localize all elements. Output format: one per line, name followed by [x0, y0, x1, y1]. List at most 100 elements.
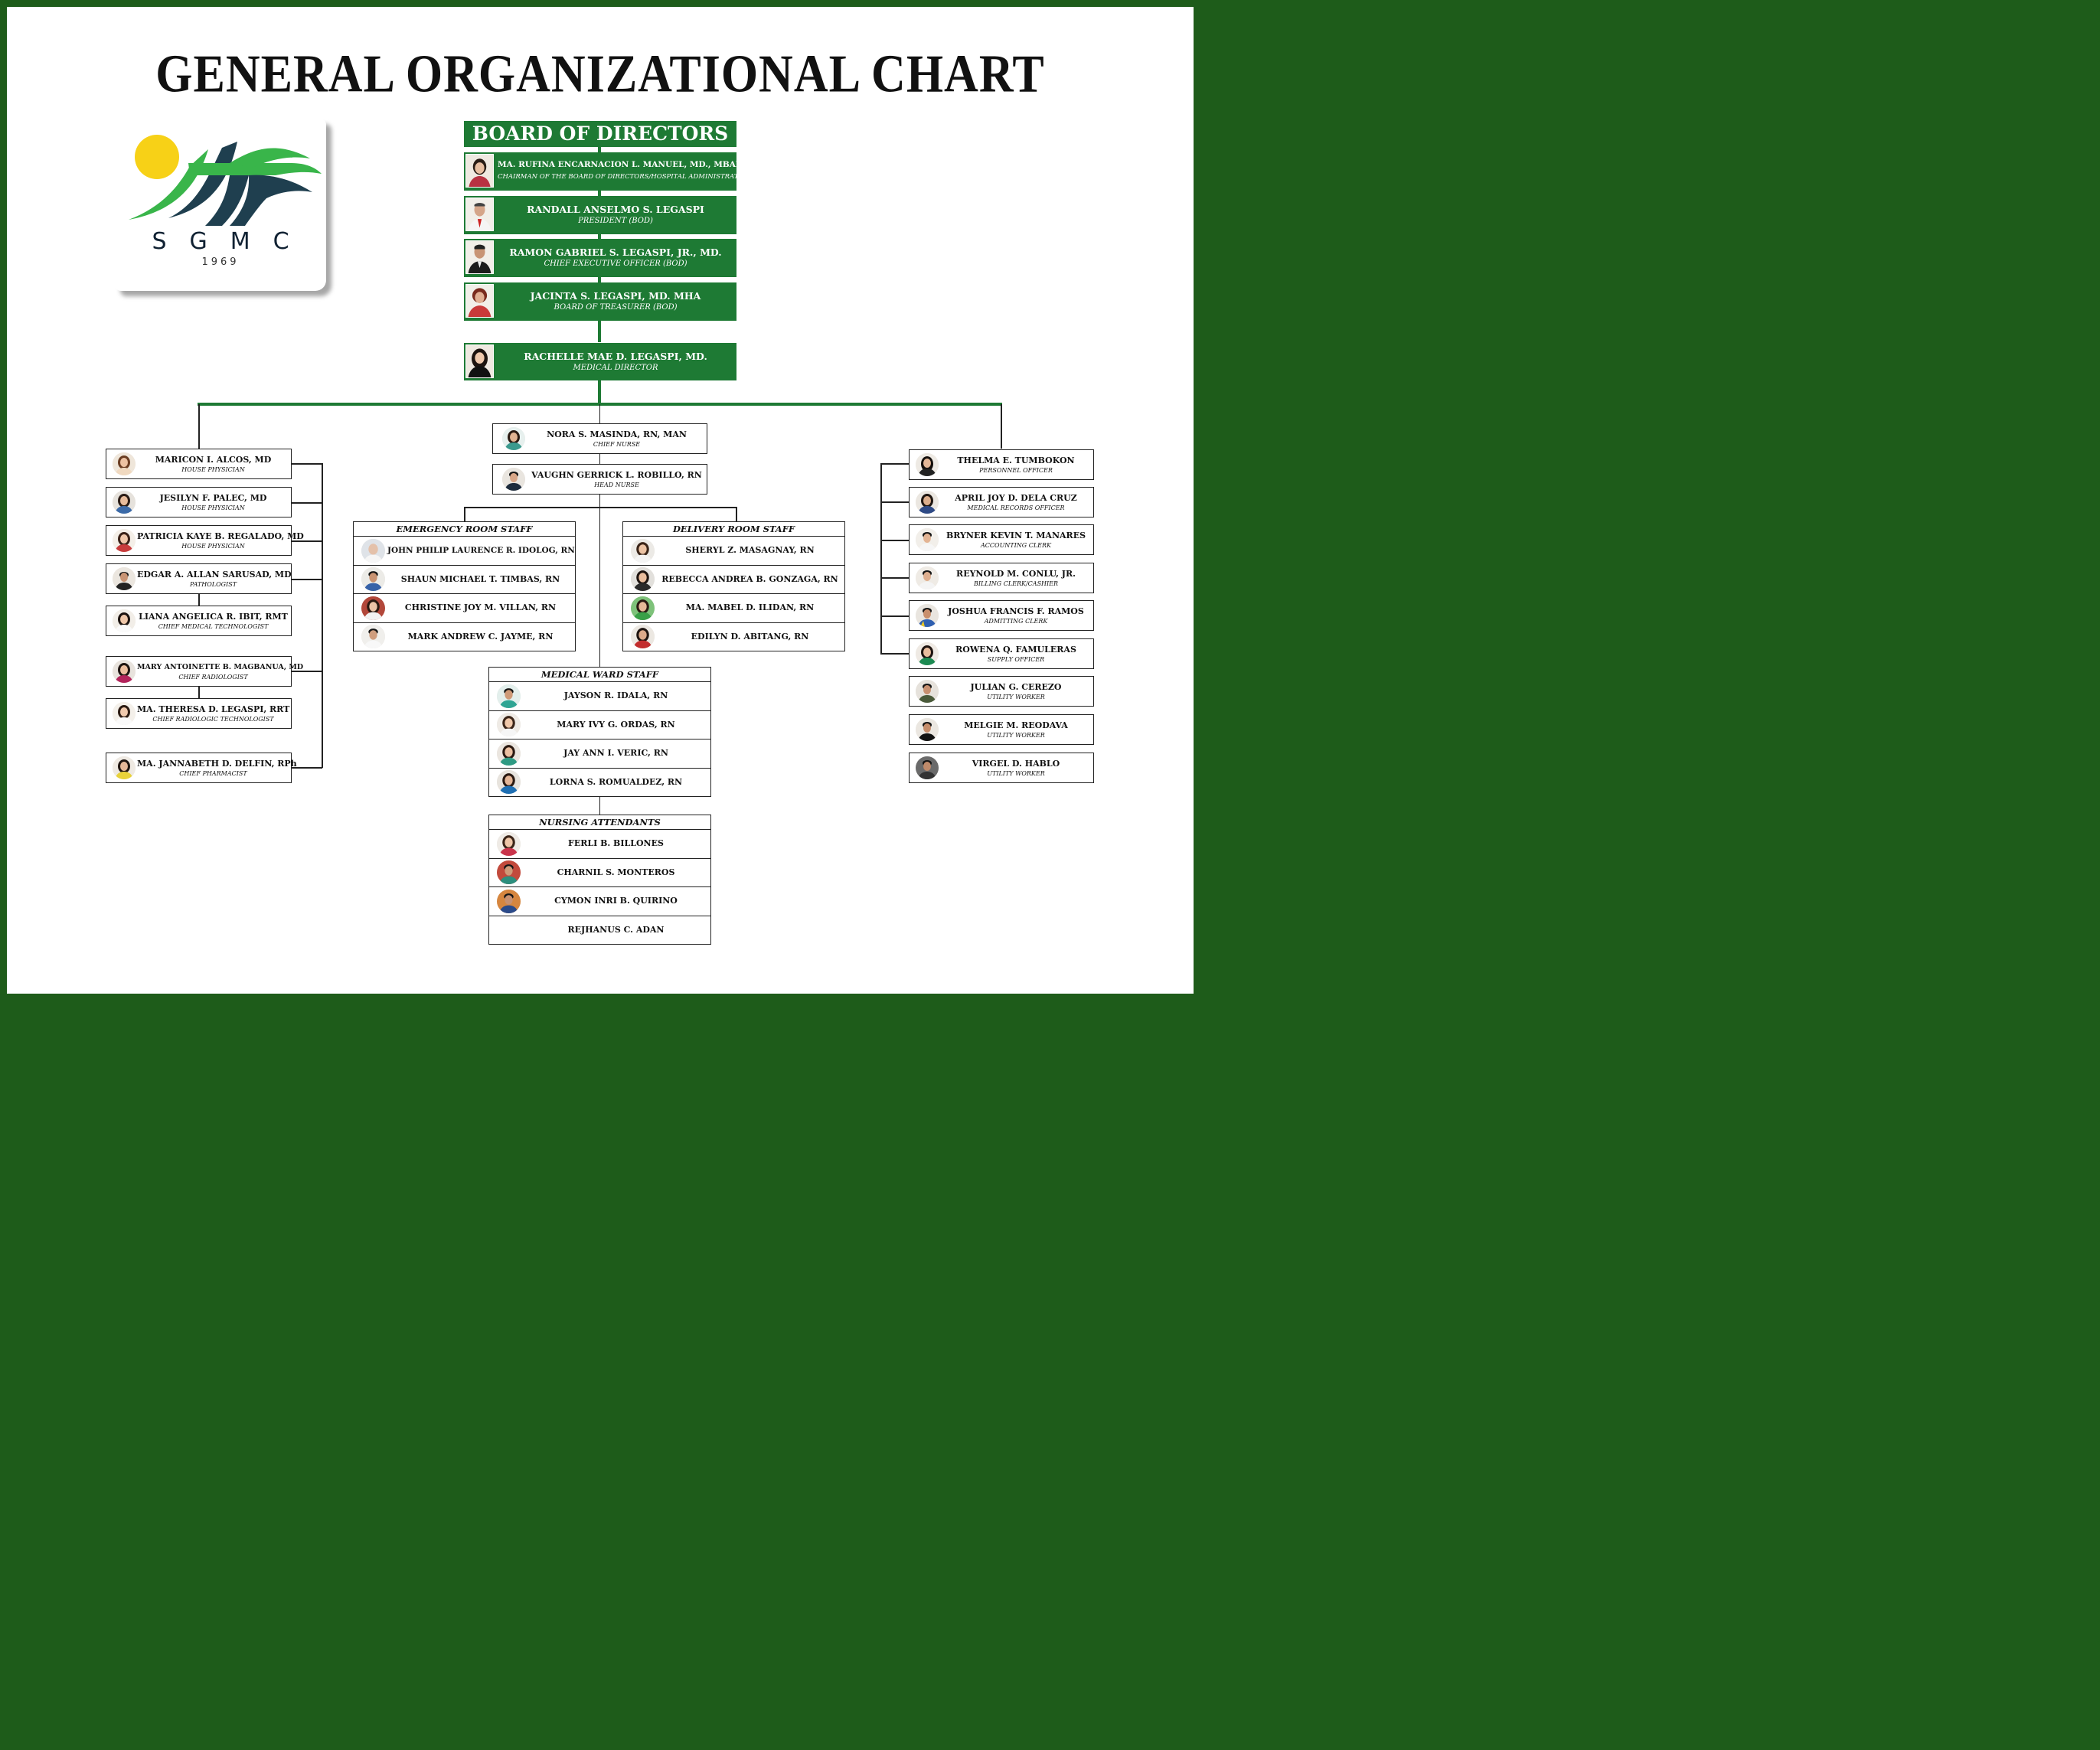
emergency-room-table: EMERGENCY ROOM STAFF JOHN PHILIP LAURENC…	[353, 521, 576, 651]
board-member-4: JACINTA S. LEGASPI, MD. MHA BOARD OF TRE…	[464, 282, 736, 321]
staff-photo	[631, 625, 655, 648]
table-row: CYMON INRI B. QUIRINO	[489, 887, 710, 916]
dr-drop-line	[736, 507, 737, 521]
staff-title: HOUSE PHYSICIAN	[181, 466, 245, 473]
table-header: MEDICAL WARD STAFF	[489, 668, 710, 682]
staff-name: JOSHUA FRANCIS F. RAMOS	[948, 606, 1084, 616]
board-member-1: MA. RUFINA ENCARNACION L. MANUEL, MD., M…	[464, 152, 749, 191]
table-row: JAYSON R. IDALA, RN	[489, 682, 710, 711]
staff-photo	[361, 567, 385, 591]
table-row: SHERYL Z. MASAGNAY, RN	[623, 537, 844, 566]
staff-name: CYMON INRI B. QUIRINO	[554, 896, 678, 906]
left-tick	[291, 540, 322, 542]
left-tick	[291, 767, 322, 769]
staff-name: JOHN PHILIP LAURENCE R. IDOLOG, RN	[387, 546, 575, 555]
staff-name: BRYNER KEVIN T. MANARES	[945, 531, 1086, 540]
table-header: EMERGENCY ROOM STAFF	[354, 522, 575, 537]
staff-photo	[916, 718, 939, 741]
staff-name: CHARNIL S. MONTEROS	[557, 867, 675, 877]
member-photo	[465, 240, 494, 274]
left-tick	[291, 671, 322, 672]
staff-name: MARY ANTOINETTE B. MAGBANUA, MD	[137, 663, 304, 671]
staff-photo	[916, 528, 939, 551]
staff-photo	[502, 468, 525, 491]
staff-name: REYNOLD M. CONLU, JR.	[956, 569, 1076, 579]
right-card-5: JOSHUA FRANCIS F. RAMOS ADMITTING CLERK	[909, 600, 1094, 631]
left-card-6: MARY ANTOINETTE B. MAGBANUA, MD CHIEF RA…	[106, 656, 304, 687]
staff-photo	[631, 567, 655, 591]
member-title: PRESIDENT (BOD)	[578, 217, 653, 225]
staff-name: THELMA E. TUMBOKON	[957, 455, 1075, 465]
staff-title: ADMITTING CLERK	[984, 618, 1048, 625]
staff-photo	[361, 596, 385, 620]
member-name: MA. RUFINA ENCARNACION L. MANUEL, MD., M…	[498, 160, 743, 169]
nursing-branch-line	[464, 507, 736, 508]
staff-name: VAUGHN GERRICK L. ROBILLO, RN	[531, 470, 702, 480]
staff-title: MEDICAL RECORDS OFFICER	[967, 504, 1065, 511]
staff-photo	[497, 713, 521, 736]
table-row: CHARNIL S. MONTEROS	[489, 859, 710, 887]
staff-photo	[497, 860, 521, 884]
staff-name: SHAUN MICHAEL T. TIMBAS, RN	[400, 573, 560, 584]
center-spine-line	[599, 494, 600, 668]
staff-name: MELGIE M. REODAVA	[964, 720, 1068, 730]
staff-photo	[113, 491, 136, 514]
member-photo	[465, 284, 494, 318]
member-title: CHIEF EXECUTIVE OFFICER (BOD)	[544, 260, 687, 268]
staff-photo	[916, 756, 939, 779]
staff-name: NORA S. MASINDA, RN, MAN	[547, 429, 687, 439]
staff-photo	[113, 529, 136, 552]
staff-photo	[916, 604, 939, 627]
staff-name: APRIL JOY D. DELA CRUZ	[955, 493, 1077, 503]
staff-title: HEAD NURSE	[594, 482, 639, 488]
staff-name: JAYSON R. IDALA, RN	[563, 691, 668, 700]
staff-title: CHIEF NURSE	[593, 441, 641, 448]
left-card-8: MA. JANNABETH D. DELFIN, RPh CHIEF PHARM…	[106, 753, 297, 783]
left-bracket-line	[322, 463, 323, 768]
staff-title: SUPPLY OFFICER	[987, 656, 1045, 663]
staff-name: MA. THERESA D. LEGASPI, RRT	[137, 704, 290, 714]
right-bracket-line	[880, 463, 882, 654]
staff-photo	[916, 680, 939, 703]
staff-photo	[113, 452, 136, 475]
staff-name: MARY IVY G. ORDAS, RN	[557, 719, 675, 730]
staff-name: EDGAR A. ALLAN SARUSAD, MD	[137, 570, 292, 580]
center-drop-line	[599, 404, 600, 423]
staff-name: ROWENA Q. FAMULERAS	[955, 645, 1076, 655]
staff-title: HOUSE PHYSICIAN	[181, 543, 245, 550]
left-card-2: JESILYN F. PALEC, MD HOUSE PHYSICIAN	[106, 487, 292, 517]
table-row: MARY IVY G. ORDAS, RN	[489, 711, 710, 740]
right-tick	[880, 653, 910, 655]
staff-name: LIANA ANGELICA R. IBIT, RMT	[139, 612, 288, 622]
chief-nurse-card: NORA S. MASINDA, RN, MAN CHIEF NURSE	[492, 423, 707, 454]
left-card-5: LIANA ANGELICA R. IBIT, RMT CHIEF MEDICA…	[106, 606, 292, 636]
staff-photo	[113, 756, 136, 779]
right-tick	[880, 540, 910, 541]
staff-name: FERLI B. BILLONES	[568, 838, 664, 848]
right-card-7: JULIAN G. CEREZO UTILITY WORKER	[909, 676, 1094, 707]
member-photo	[465, 198, 494, 231]
logo-year: 1969	[201, 256, 240, 268]
radiologist-to-radtech-line	[198, 686, 200, 699]
staff-title: PATHOLOGIST	[189, 581, 237, 588]
director-down-line	[598, 380, 601, 404]
staff-title: CHIEF RADIOLOGIST	[178, 674, 248, 681]
board-member-2: RANDALL ANSELMO S. LEGASPI PRESIDENT (BO…	[464, 196, 736, 234]
er-drop-line	[464, 507, 465, 521]
director-photo	[465, 344, 494, 378]
staff-photo	[631, 538, 655, 563]
right-card-4: REYNOLD M. CONLU, JR. BILLING CLERK/CASH…	[909, 563, 1094, 593]
table-header: NURSING ATTENDANTS	[489, 815, 710, 830]
right-card-8: MELGIE M. REODAVA UTILITY WORKER	[909, 714, 1094, 745]
chief-to-head-line	[599, 453, 600, 465]
staff-name: JESILYN F. PALEC, MD	[159, 493, 267, 503]
staff-photo	[113, 702, 136, 725]
staff-photo	[361, 538, 385, 563]
member-title: CHAIRMAN OF THE BOARD OF DIRECTORS/HOSPI…	[498, 173, 749, 181]
right-drop-line	[1001, 404, 1002, 449]
table-row: EDILYN D. ABITANG, RN	[623, 623, 844, 651]
right-tick	[880, 501, 910, 503]
staff-photo	[113, 567, 136, 590]
table-row: MA. MABEL D. ILIDAN, RN	[623, 594, 844, 623]
table-row: MARK ANDREW C. JAYME, RN	[354, 623, 575, 651]
